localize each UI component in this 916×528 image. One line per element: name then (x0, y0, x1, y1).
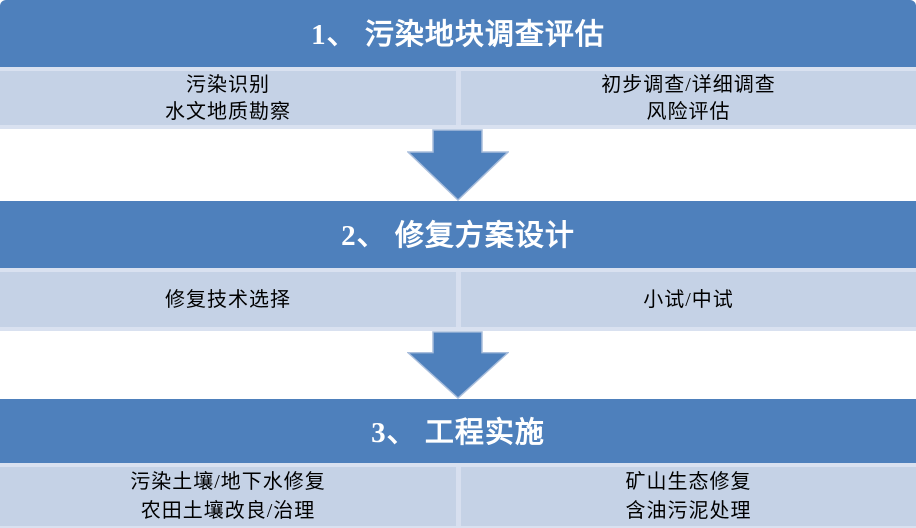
divider (0, 463, 916, 467)
down-arrow-icon (407, 331, 509, 399)
down-arrow-icon (407, 129, 509, 201)
stage-1-header: 1、 污染地块调查评估 (0, 0, 916, 67)
stage-1-right-column: 初步调查/详细调查 风险评估 (461, 71, 916, 125)
flow-item: 修复技术选择 (165, 288, 291, 311)
stage-3-items: 污染土壤/地下水修复 农田土壤改良/治理 矿山生态修复 含油污泥处理 (0, 467, 916, 526)
divider (0, 268, 916, 272)
flow-item: 含油污泥处理 (625, 500, 752, 523)
flow-item: 初步调查/详细调查 (601, 73, 776, 96)
stage-2-items: 修复技术选择 小试/中试 (0, 272, 916, 327)
flow-item: 水文地质勘察 (165, 100, 291, 123)
stage-3-header: 3、 工程实施 (0, 399, 916, 463)
stage-1-left-column: 污染识别 水文地质勘察 (0, 71, 456, 125)
flow-item: 小试/中试 (643, 288, 734, 311)
column-divider (456, 272, 461, 327)
stage-2-left-column: 修复技术选择 (0, 272, 456, 327)
flow-connector-1 (0, 129, 916, 201)
flow-connector-2 (0, 331, 916, 399)
divider (0, 67, 916, 71)
stage-2-header: 2、 修复方案设计 (0, 201, 916, 268)
flow-item: 农田土壤改良/治理 (140, 500, 316, 523)
column-divider (456, 467, 461, 526)
stage-3-right-column: 矿山生态修复 含油污泥处理 (461, 467, 916, 526)
divider (0, 327, 916, 331)
column-divider (456, 71, 461, 125)
divider (0, 526, 916, 528)
stage-2-right-column: 小试/中试 (461, 272, 916, 327)
stage-1-items: 污染识别 水文地质勘察 初步调查/详细调查 风险评估 (0, 71, 916, 125)
flow-item: 污染识别 (186, 73, 270, 96)
flow-item: 污染土壤/地下水修复 (130, 470, 326, 493)
stage-3-left-column: 污染土壤/地下水修复 农田土壤改良/治理 (0, 467, 456, 526)
flow-item: 风险评估 (646, 100, 731, 123)
divider (0, 125, 916, 129)
flow-item: 矿山生态修复 (625, 470, 752, 493)
